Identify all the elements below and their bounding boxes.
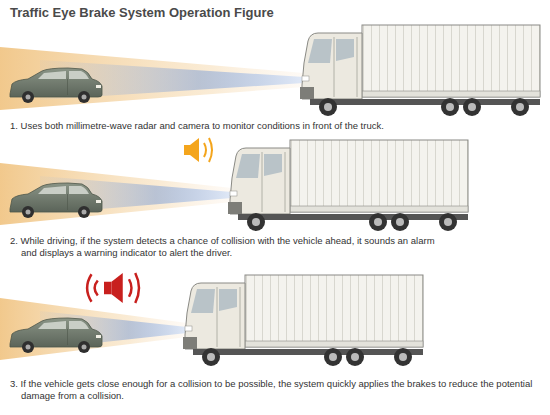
alarm-speaker — [87, 273, 139, 303]
diagram-title: Traffic Eye Brake System Operation Figur… — [10, 5, 274, 20]
alarm-speaker — [184, 138, 212, 162]
step-caption: 2. While driving, if the system detects … — [10, 235, 450, 259]
panel-3 — [0, 273, 423, 366]
step-caption: 1. Uses both millimetre-wave radar and c… — [10, 120, 540, 132]
panel-2 — [0, 138, 468, 231]
panel-1 — [0, 25, 540, 116]
step-caption: 3. If the vehicle gets close enough for … — [10, 378, 540, 402]
